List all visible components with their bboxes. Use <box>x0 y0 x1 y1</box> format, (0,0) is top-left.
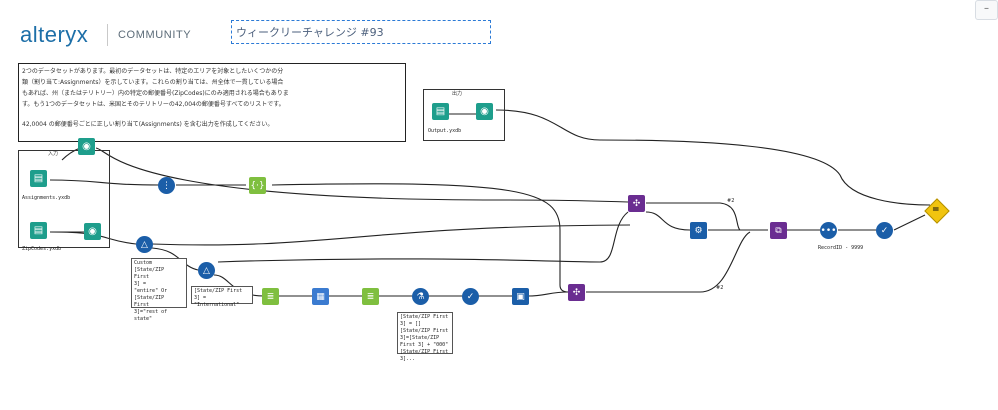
output-browse-tool[interactable]: ◉ <box>476 103 493 120</box>
binoculars-icon: ◉ <box>480 106 489 117</box>
binoculars-icon: ◉ <box>82 141 91 152</box>
formula-annotation: [State/ZIP First 3] = [] [State/ZIP Firs… <box>397 312 453 362</box>
transpose-tool[interactable]: ▦ <box>312 288 329 305</box>
input-container-label: 入力 <box>48 151 59 157</box>
brackets-icon: {·} <box>250 180 265 191</box>
equals-icon: = <box>932 205 940 215</box>
input-assignments-tool[interactable]: ▤ <box>30 170 47 187</box>
formula-icon: ≣ <box>366 291 375 302</box>
zipcodes-label: ZipCodes.yxdb <box>22 246 62 252</box>
triangle-icon: △ <box>141 239 148 250</box>
formula-tool-2[interactable]: ≣ <box>362 288 379 305</box>
browse-zipcodes-tool[interactable]: ◉ <box>84 223 101 240</box>
logo-separator <box>107 24 108 46</box>
binoculars-icon: ◉ <box>88 226 97 237</box>
check-icon: ✓ <box>466 291 475 302</box>
select-icon: ⋮ <box>162 180 171 191</box>
input-zipcodes-tool[interactable]: ▤ <box>30 222 47 239</box>
challenge-description-comment[interactable]: 2つのデータセットがあります。最初のデータセットは、特定のエリアを対象としたいく… <box>18 63 406 142</box>
book-icon: ▤ <box>435 106 446 117</box>
workflow-title-input[interactable]: ウィークリーチャレンジ #93 <box>231 20 491 44</box>
filter1-annotation: Custom [State/ZIP First 3] = "entire" Or… <box>131 258 187 322</box>
formula-tool-1[interactable]: ≣ <box>262 288 279 305</box>
gear-icon: ⚙ <box>694 225 703 236</box>
join-icon: ✣ <box>572 287 581 298</box>
anchor-hash-2: #2 <box>716 285 724 291</box>
output-input-tool[interactable]: ▤ <box>432 103 449 120</box>
formula-icon: ≣ <box>266 291 275 302</box>
sample-tool[interactable]: ✓ <box>462 288 479 305</box>
filter-tool-1[interactable]: △ <box>136 236 153 253</box>
assignments-label: Assignments.yxdb <box>22 195 71 201</box>
table-icon: ▣ <box>516 291 525 302</box>
dynamic-rename-tool[interactable]: ⚙ <box>690 222 707 239</box>
flask-icon: ⚗ <box>416 291 425 302</box>
filter-tool-2[interactable]: △ <box>198 262 215 279</box>
record-id-tool[interactable]: ••• <box>820 222 837 239</box>
output-label: Output.yxdb <box>428 128 462 134</box>
community-label: COMMUNITY <box>118 29 192 41</box>
input-container[interactable] <box>18 150 110 248</box>
union-icon: ⧉ <box>775 225 782 236</box>
text-to-columns-tool[interactable]: {·} <box>249 177 266 194</box>
generate-rows-tool[interactable]: ⚗ <box>412 288 429 305</box>
output-container-label: 出力 <box>452 91 463 97</box>
multi-row-tool[interactable]: ▣ <box>512 288 529 305</box>
select-tool[interactable]: ⋮ <box>158 177 175 194</box>
grid-icon: ▦ <box>316 291 325 302</box>
record-id-label: RecordID - 9999 <box>818 245 864 251</box>
comment-line: 2つのデータセットがあります。最初のデータセットは、特定のエリアを対象としたいく… <box>22 68 284 75</box>
sample-tool-2[interactable]: ✓ <box>876 222 893 239</box>
book-icon: ▤ <box>33 225 44 236</box>
join-tool-2[interactable]: ✣ <box>568 284 585 301</box>
output-container[interactable] <box>423 89 505 141</box>
anchor-hash-1: #2 <box>727 198 735 204</box>
union-tool[interactable]: ⧉ <box>770 222 787 239</box>
alteryx-logo: alteryx <box>20 22 89 47</box>
comment-line: 42,0004 の郵便番号ごとに正しい割り当て(Assignments) を含む… <box>22 121 274 128</box>
book-icon: ▤ <box>33 173 44 184</box>
check-icon: ✓ <box>880 225 889 236</box>
browse-tool[interactable]: ◉ <box>78 138 95 155</box>
join-icon: ✣ <box>632 198 641 209</box>
dots-icon: ••• <box>820 225 837 236</box>
filter2-annotation: [State/ZIP First 3] = "International" <box>191 286 253 308</box>
triangle-icon: △ <box>203 265 210 276</box>
comment-line: もあれば、州（またはテリトリー）内の特定の郵便番号(ZipCodes)にのみ適用… <box>22 90 289 97</box>
comment-line: す。もう1つのデータセットは、米国とそのテリトリーの42,004の郵便番号すべて… <box>22 101 285 108</box>
join-tool-1[interactable]: ✣ <box>628 195 645 212</box>
comment-line: 類（割り当て:Assignments）を示しています。これらの割り当ては、州全体… <box>22 79 284 86</box>
